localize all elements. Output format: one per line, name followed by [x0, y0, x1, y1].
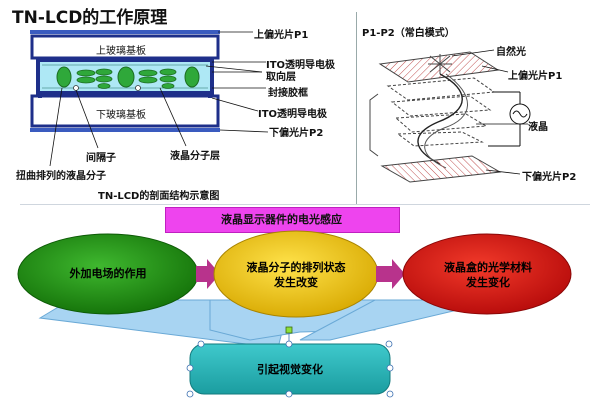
light-path-heading: P1-P2（常白模式）: [362, 28, 455, 39]
lc-molecule-bar: [161, 83, 175, 89]
lower-glass-label: 下玻璃基板: [96, 110, 146, 121]
lc-molecule-bar: [159, 75, 177, 83]
leader-line: [485, 169, 521, 175]
twisted-lc-label: 扭曲排列的液晶分子: [16, 171, 106, 182]
step2-text-line1: 液晶分子的排列状态: [246, 261, 346, 274]
leader-line: [219, 129, 269, 133]
lc-molecule-bar: [76, 76, 96, 84]
leader-line: [49, 87, 63, 167]
selection-handles: [186, 326, 394, 398]
arrow-2: [376, 259, 405, 289]
lc-molecule-bar: [138, 69, 158, 77]
natural-light-label: 自然光: [496, 47, 526, 58]
arrow-1: [196, 259, 220, 289]
step1-text: 外加电场的作用: [69, 267, 147, 280]
alignment-layer-label: 取向层: [266, 72, 296, 83]
sealant-label: 封接胶框: [268, 88, 308, 99]
lc-molecule-bar: [76, 69, 96, 77]
upper-polarizer-film: [30, 30, 220, 34]
upper-polarizer-label: 上偏光片P1: [254, 30, 309, 41]
electrode-marker: [208, 94, 212, 98]
lc-molecule-bar: [97, 83, 111, 89]
flow-header-text: 液晶显示器件的电光感应: [221, 213, 342, 226]
lc-molecule-oval: [184, 66, 200, 88]
page-title: TN-LCD的工作原理: [12, 8, 168, 28]
spacer-dot: [135, 85, 141, 91]
lc-molecule-bar: [95, 75, 113, 83]
rp-upper-polarizer-label: 上偏光片P1: [508, 71, 563, 82]
step3-text-line1: 液晶盒的光学材料: [444, 261, 532, 274]
electrode-marker: [38, 94, 42, 98]
ito-top-label: ITO透明导电极: [266, 60, 336, 71]
section-divider: [20, 204, 590, 205]
leader-line: [159, 87, 187, 147]
lower-polarizer-label: 下偏光片P2: [269, 128, 324, 139]
upper-glass-label: 上玻璃基板: [96, 46, 146, 57]
lc-molecules: [56, 66, 200, 89]
rp-liquid-crystal-label: 液晶: [528, 122, 548, 133]
lc-molecule-oval: [117, 66, 135, 88]
lc-molecule-bar: [138, 76, 158, 84]
lower-polarizer-film: [30, 128, 220, 132]
lc-molecule-bar: [159, 68, 177, 76]
spacer-label: 间隔子: [86, 153, 116, 164]
leader-line: [205, 65, 263, 73]
lc-molecule-oval: [56, 66, 72, 88]
lc-layer-label: 液晶分子层: [170, 151, 220, 162]
leader-line: [211, 97, 259, 112]
rp-lower-polarizer-label: 下偏光片P2: [522, 172, 577, 183]
leader-line: [451, 49, 495, 57]
step3-text-line2: 发生变化: [466, 276, 510, 289]
leader-line: [75, 89, 99, 149]
step2-text-line2: 发生改变: [274, 276, 318, 289]
cross-section-caption: TN-LCD的剖面结构示意图: [98, 191, 220, 202]
ito-bottom-label: ITO透明导电极: [258, 109, 328, 120]
natural-light-rays: [428, 54, 452, 74]
lower-glass-plate: [30, 94, 220, 128]
leader-line: [481, 65, 509, 73]
twisted-lc-layers: [369, 73, 496, 169]
result-text[interactable]: 引起视觉变化: [257, 363, 323, 376]
lc-molecule-bar: [95, 68, 113, 76]
step3-ellipse: [402, 233, 572, 315]
panel-divider: [356, 12, 357, 204]
